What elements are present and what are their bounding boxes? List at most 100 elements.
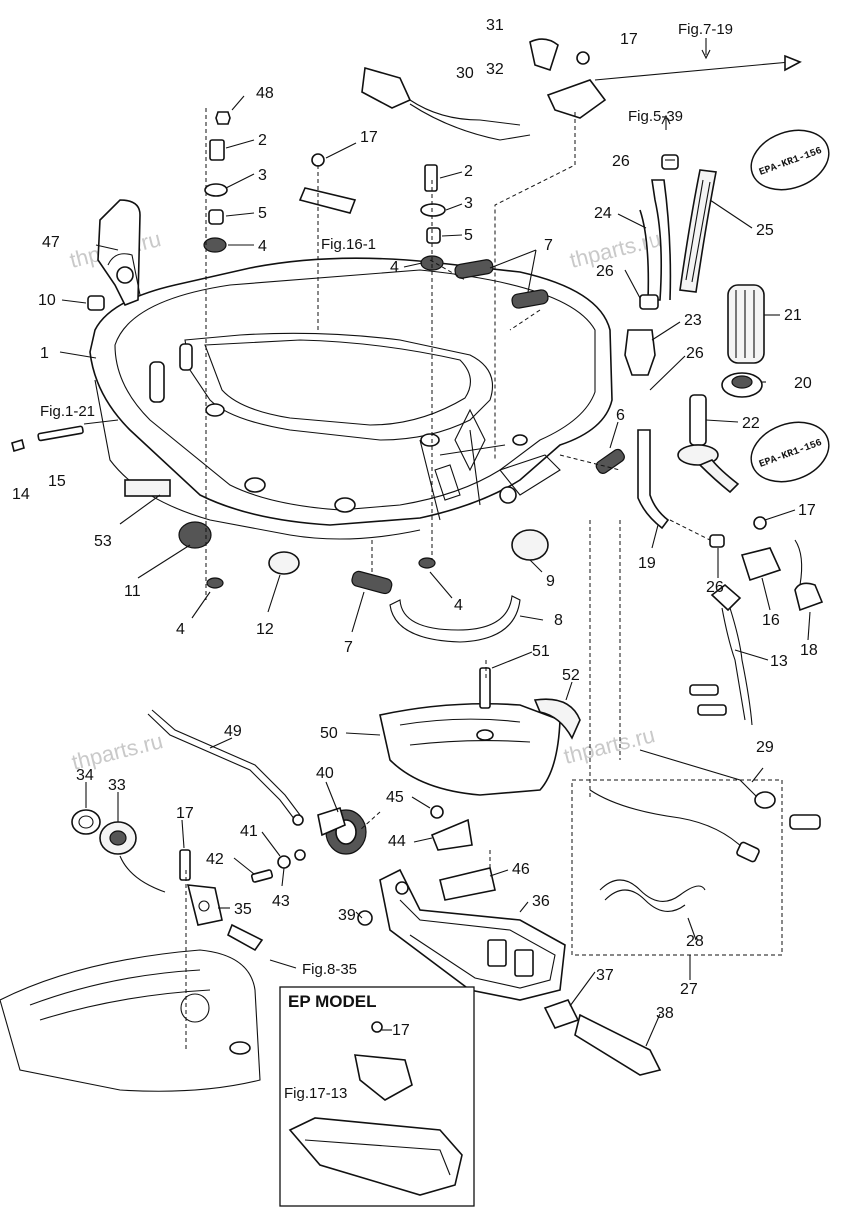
- callout-6: 6: [616, 407, 625, 424]
- callout-10: 10: [38, 292, 56, 309]
- callout-14: 14: [12, 486, 30, 503]
- callout-53: 53: [94, 533, 112, 550]
- callout-4: 4: [390, 259, 399, 276]
- epa-stamp: EPA-KR1-156: [750, 129, 830, 191]
- ep-model-title: EP MODEL: [288, 992, 376, 1011]
- callout-32: 32: [486, 61, 504, 78]
- callout-17: 17: [360, 129, 378, 146]
- callout-5: 5: [464, 227, 473, 244]
- callout-22: 22: [742, 415, 760, 432]
- callout-4: 4: [258, 238, 267, 255]
- plug-37-38: [543, 999, 662, 1076]
- epa-stamp: EPA-KR1-156: [750, 421, 830, 483]
- seal-7-pair: [454, 259, 549, 309]
- callout-17: 17: [798, 502, 816, 519]
- callout-21: 21: [784, 307, 802, 324]
- callout-8: 8: [554, 612, 563, 629]
- plate-44-46: [430, 805, 496, 901]
- switch-29: [639, 749, 821, 830]
- grommet-34: [71, 809, 101, 835]
- callout-15: 15: [48, 473, 66, 490]
- clip-31-32: [529, 38, 607, 119]
- callout-49: 49: [224, 723, 242, 740]
- callout-40: 40: [316, 765, 334, 782]
- callout-37: 37: [596, 967, 614, 984]
- callout-12: 12: [256, 621, 274, 638]
- fig-ref: Fig.16-1: [321, 236, 376, 253]
- callout-24: 24: [594, 205, 612, 222]
- fig-ref: Fig.5-39: [628, 108, 683, 125]
- pulley-40: [317, 806, 367, 855]
- cable-30: [361, 66, 531, 141]
- switch-33: [99, 821, 166, 893]
- bolt-41-43: [250, 849, 306, 883]
- callout-3: 3: [258, 167, 267, 184]
- seal-7-bottom: [351, 570, 393, 595]
- tray-36: [357, 868, 566, 1001]
- callout-31: 31: [486, 17, 504, 34]
- bottom-cowling: [89, 257, 613, 540]
- grommet-stack-left: [203, 111, 231, 253]
- callout-25: 25: [756, 222, 774, 239]
- callout-16: 16: [762, 612, 780, 629]
- callout-45: 45: [386, 789, 404, 806]
- callout-36: 36: [532, 893, 550, 910]
- hose-22: [677, 394, 740, 494]
- callout-19: 19: [638, 555, 656, 572]
- callout-33: 33: [108, 777, 126, 794]
- callout-17: 17: [176, 805, 194, 822]
- callout-47: 47: [42, 234, 60, 251]
- callout-29: 29: [756, 739, 774, 756]
- callout-4: 4: [454, 597, 463, 614]
- lanyard-group-27: [571, 779, 783, 956]
- sensor-18: [794, 539, 824, 612]
- cable-fig7-19: [594, 54, 802, 81]
- callout-27: 27: [680, 981, 698, 998]
- callout-35: 35: [234, 901, 252, 918]
- ep-model-inset: EP MODEL Fig.17-13 17: [279, 986, 475, 1207]
- fig-ref: Fig.1-21: [40, 403, 95, 420]
- plugs: [178, 521, 549, 589]
- callout-34: 34: [76, 767, 94, 784]
- fuel-joint-23: [624, 329, 656, 376]
- callout-48: 48: [256, 85, 274, 102]
- ep-model-part: 17: [392, 1022, 410, 1039]
- handle-47: [97, 199, 141, 307]
- callout-52: 52: [562, 667, 580, 684]
- hose-24-25: [639, 154, 717, 310]
- spring-8: [389, 595, 521, 643]
- screw-10: [87, 295, 105, 311]
- callout-38: 38: [656, 1005, 674, 1022]
- callout-7: 7: [544, 237, 553, 254]
- callout-1: 1: [40, 345, 49, 362]
- callout-2: 2: [258, 132, 267, 149]
- shield-52: [533, 698, 581, 740]
- callout-9: 9: [546, 573, 555, 590]
- callout-51: 51: [532, 643, 550, 660]
- callout-3: 3: [464, 195, 473, 212]
- callout-13: 13: [770, 653, 788, 670]
- bracket-35: [179, 849, 264, 952]
- callout-28: 28: [686, 933, 704, 950]
- callout-2: 2: [464, 163, 473, 180]
- callout-26: 26: [686, 345, 704, 362]
- bracket-17-top: [298, 153, 357, 214]
- callout-17: 17: [620, 31, 638, 48]
- callout-18: 18: [800, 642, 818, 659]
- callout-39: 39: [338, 907, 356, 924]
- callout-7: 7: [344, 639, 353, 656]
- clamp-26-low: [709, 534, 725, 548]
- label-53: [124, 479, 171, 497]
- callout-26: 26: [596, 263, 614, 280]
- callout-44: 44: [388, 833, 406, 850]
- callout-11: 11: [124, 583, 141, 600]
- callout-50: 50: [320, 725, 338, 742]
- callout-23: 23: [684, 312, 702, 329]
- callout-20: 20: [794, 375, 812, 392]
- callout-42: 42: [206, 851, 224, 868]
- seal-6: [595, 448, 625, 474]
- ep-model-fig-ref: Fig.17-13: [284, 1085, 347, 1102]
- callout-46: 46: [512, 861, 530, 878]
- cap-20: [721, 372, 763, 398]
